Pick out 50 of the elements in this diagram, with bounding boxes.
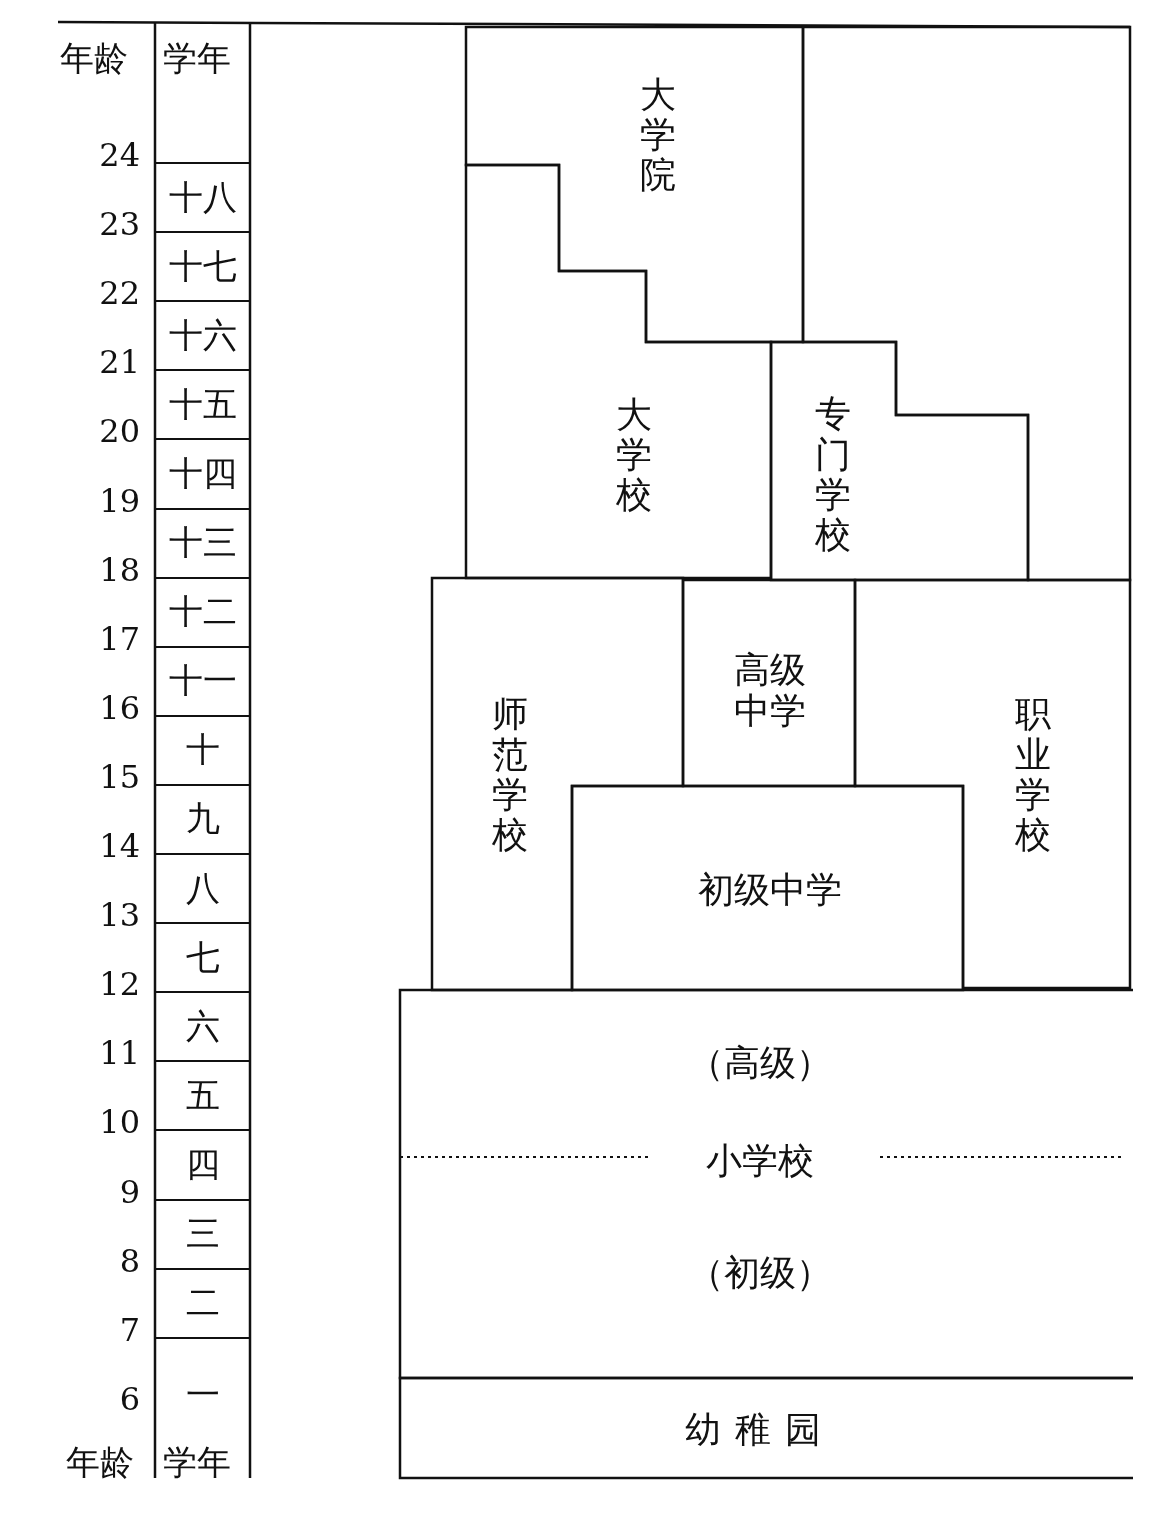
school-label: 师范学校 (492, 694, 528, 856)
school-label: 大学院 (640, 74, 676, 196)
grade-cell: 三 (156, 1198, 249, 1268)
school-label: 高级中学 (733, 648, 807, 732)
age-label: 22 (98, 274, 140, 313)
age-label: 8 (118, 1241, 140, 1280)
age-label: 11 (98, 1034, 140, 1073)
grade-cell: 十 (156, 714, 249, 784)
grade-cell: 七 (156, 922, 249, 992)
age-label: 17 (98, 619, 140, 658)
grade-cell: 五 (156, 1060, 249, 1130)
grade-cell: 十六 (156, 300, 249, 370)
school-label: 职业学校 (1015, 694, 1051, 856)
grade-cell: 十八 (156, 162, 249, 232)
age-label: 13 (98, 896, 140, 935)
column-header: 年龄 (60, 37, 128, 80)
grade-cell: 十四 (156, 438, 249, 508)
school-label: （高级） (688, 1042, 832, 1084)
grade-cell: 四 (156, 1129, 249, 1199)
age-label: 14 (98, 827, 140, 865)
grade-cell: 六 (156, 991, 249, 1061)
grade-cell: 九 (156, 783, 249, 853)
column-header: 学年 (163, 37, 231, 80)
age-label: 23 (98, 205, 140, 244)
age-label: 21 (98, 343, 140, 382)
column-header: 年龄 (66, 1441, 134, 1484)
age-label: 9 (118, 1172, 140, 1211)
grade-cell: 八 (156, 853, 249, 923)
age-label: 10 (98, 1103, 140, 1142)
school-label: 初级中学 (698, 869, 842, 911)
grade-cell: 二 (156, 1267, 249, 1337)
grade-cell: 十二 (156, 576, 249, 646)
school-label: 大学校 (616, 394, 652, 516)
grade-cell: 十七 (156, 231, 249, 301)
age-label: 15 (98, 757, 140, 796)
age-label: 20 (98, 412, 140, 451)
grade-cell: 十五 (156, 369, 249, 439)
grade-cell: 十一 (156, 645, 249, 715)
age-label: 19 (98, 481, 140, 520)
age-label: 7 (118, 1310, 140, 1349)
school-label: 幼稚园 (685, 1409, 835, 1451)
age-label: 18 (98, 550, 140, 589)
age-label: 12 (98, 965, 140, 1004)
school-label: 小学校 (706, 1140, 814, 1182)
school-label: 专门学校 (815, 394, 851, 556)
age-label: 6 (118, 1379, 140, 1418)
school-label: （初级） (688, 1252, 832, 1294)
grade-cell: 十三 (156, 507, 249, 577)
age-label: 16 (98, 688, 140, 727)
age-label: 24 (98, 136, 140, 174)
